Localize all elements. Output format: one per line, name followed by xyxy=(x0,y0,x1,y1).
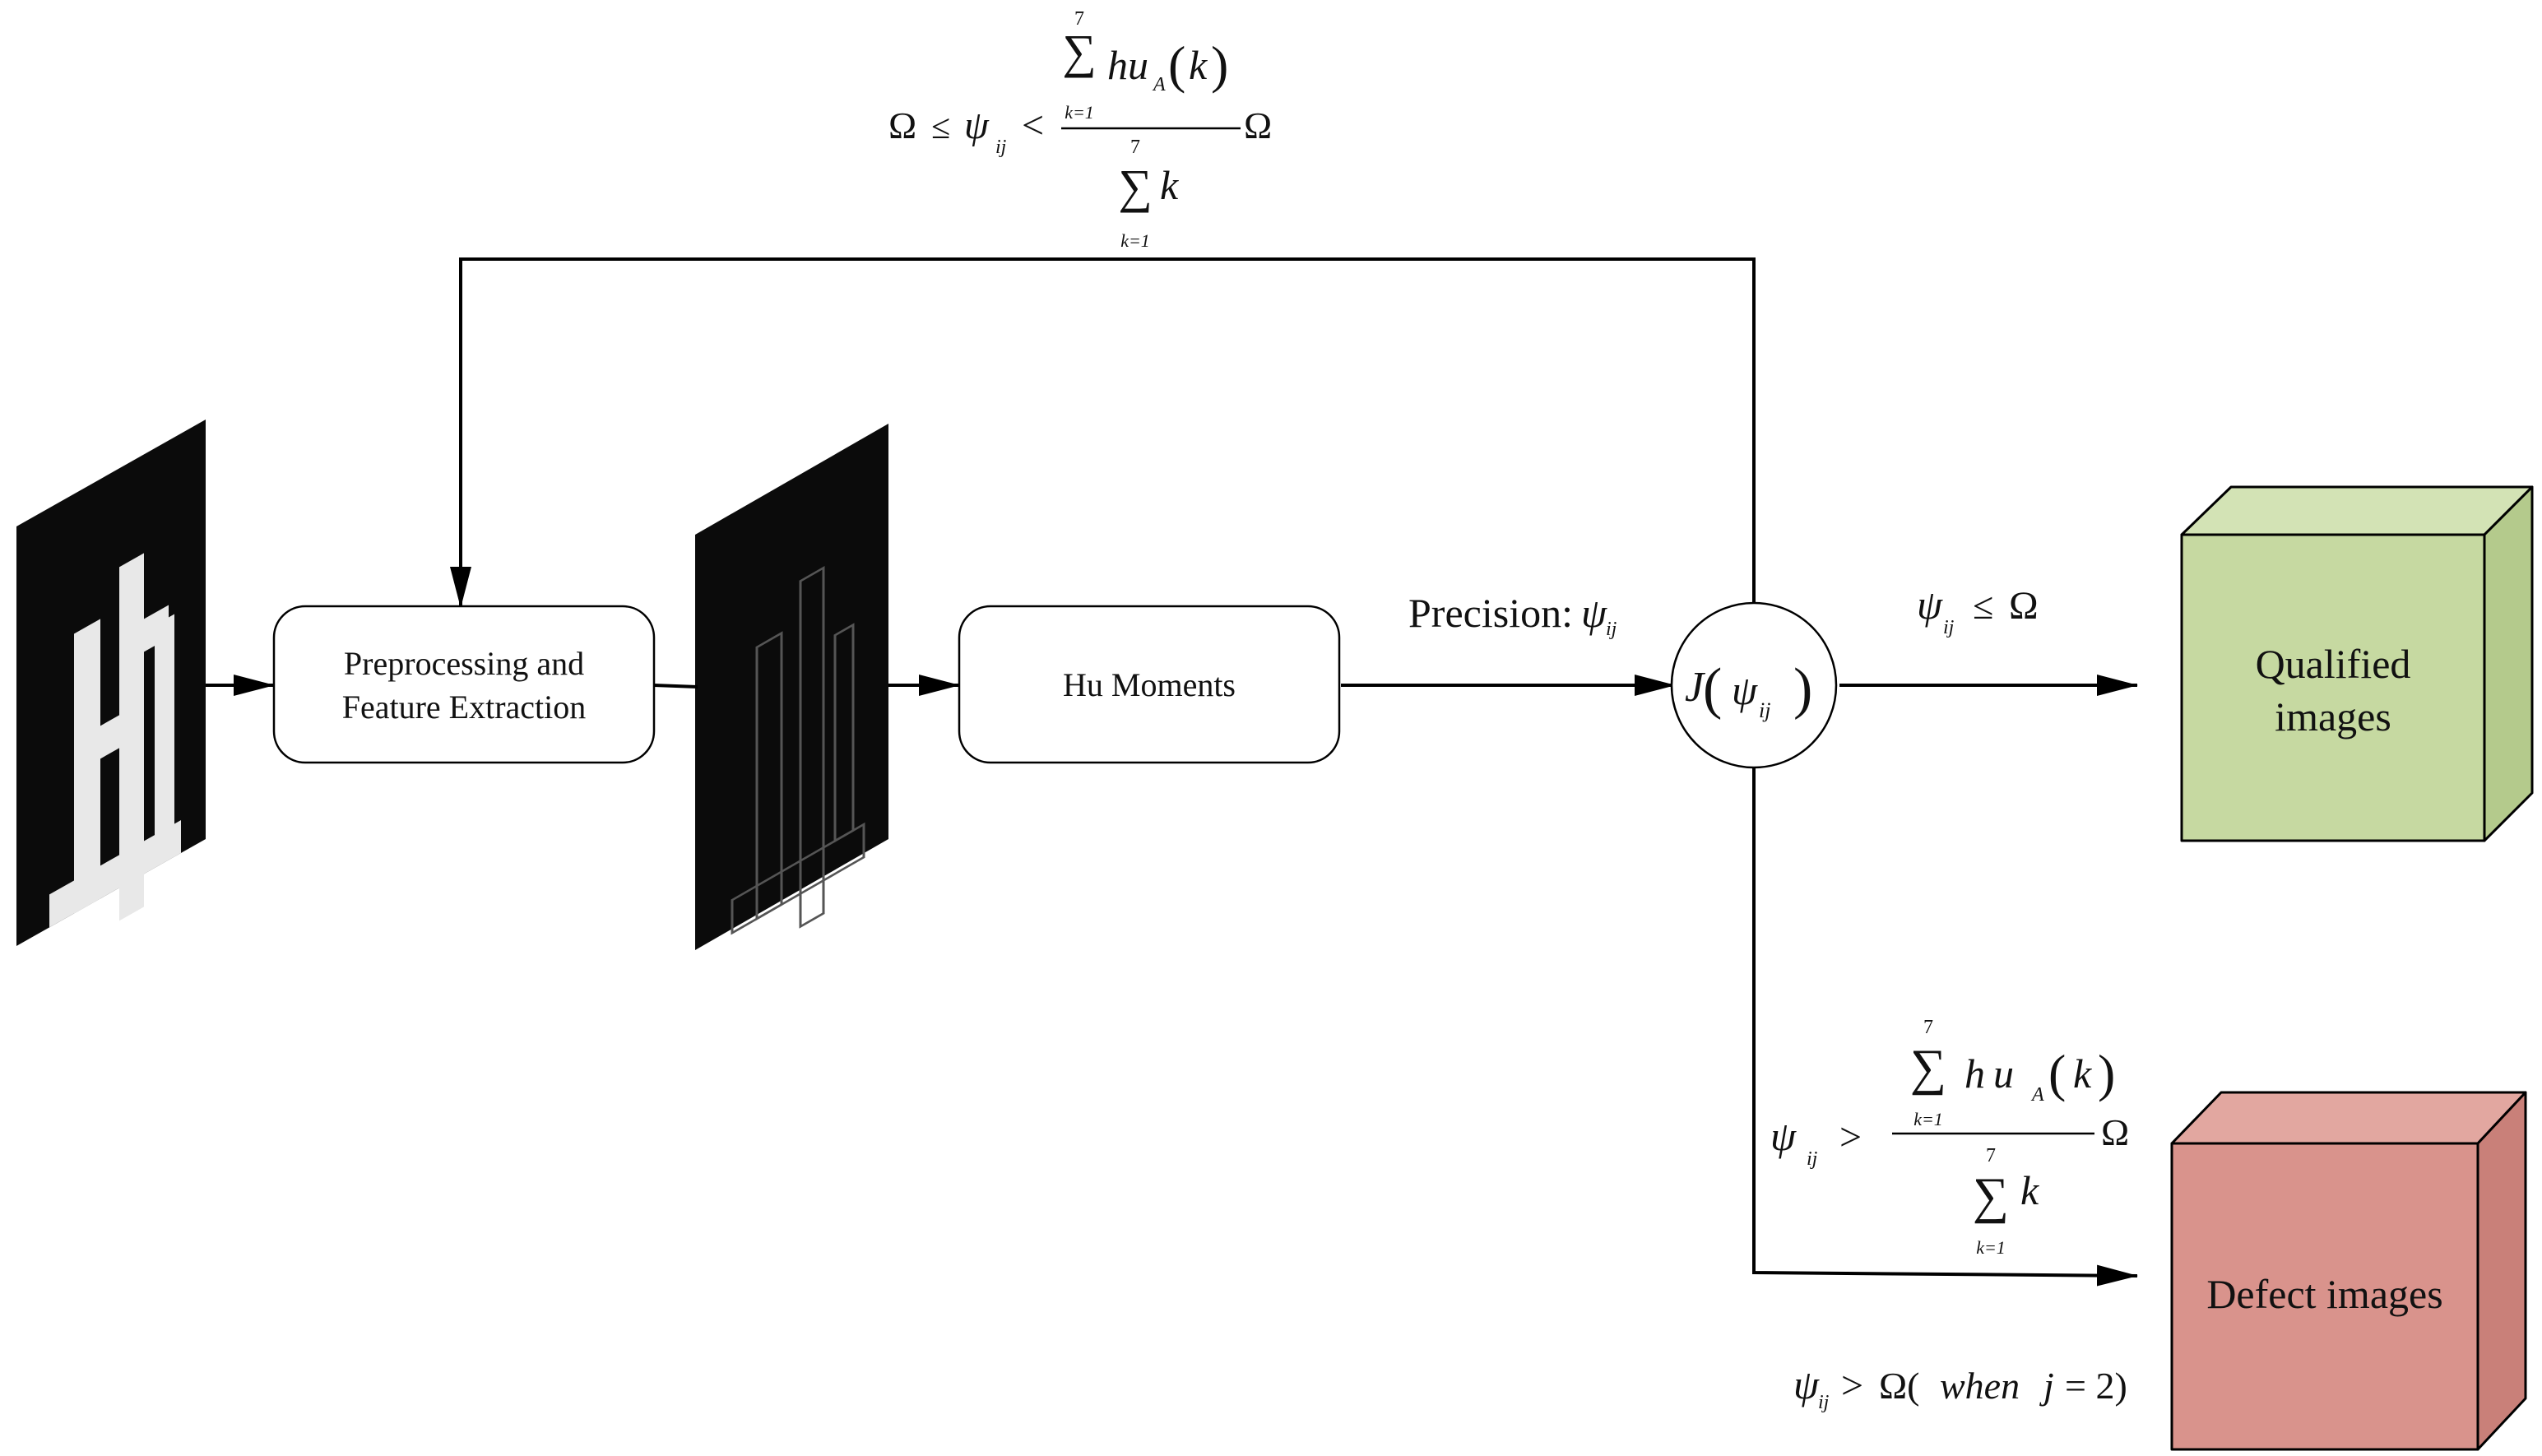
defect-num-sub: A xyxy=(2030,1084,2044,1106)
defect2-eq: = 2) xyxy=(2065,1365,2127,1407)
defect-num-term: hu xyxy=(1964,1050,2022,1097)
qualified-cond-var: ψ xyxy=(1917,582,1943,628)
defect-condition-formula: ψ ij > 7 ∑ k=1 hu A ( k ) 7 ∑ k=1 k Ω xyxy=(1770,1017,2129,1258)
defect-den-term: k xyxy=(2020,1167,2039,1213)
defect2-sub: ij xyxy=(1818,1392,1830,1413)
edge-feature-image xyxy=(695,424,888,950)
top-cond-var: ψ xyxy=(964,104,990,147)
qualified-cond-rel: ≤ xyxy=(1973,585,1993,627)
defect2-var: ψ xyxy=(1793,1361,1820,1407)
defect-num-sum-sym: ∑ xyxy=(1910,1040,1946,1096)
top-num-sub: A xyxy=(1152,74,1166,95)
defect-num-sum-bottom: k=1 xyxy=(1913,1109,1943,1129)
precision-var: ψ xyxy=(1581,590,1607,636)
defect-num-arg: k xyxy=(2073,1050,2092,1097)
input-specimen-image xyxy=(16,420,206,946)
judge-func: J xyxy=(1685,664,1706,711)
svg-text:(: ( xyxy=(1168,35,1185,94)
defect-cond-rhs: Ω xyxy=(2101,1111,2129,1153)
precision-text: Precision: xyxy=(1408,590,1573,636)
defect2-when: when xyxy=(1940,1365,2020,1407)
qualified-images-cube: Qualified images xyxy=(2180,485,2534,842)
defect-images-cube: Defect images xyxy=(2170,1091,2527,1451)
top-num-term: hu xyxy=(1107,42,1148,88)
line-preprocessing-to-edge xyxy=(653,684,698,689)
top-cond-rhs: Ω xyxy=(1244,104,1272,146)
qualified-cube-top xyxy=(2180,485,2534,536)
defect2-j: j xyxy=(2039,1365,2054,1407)
qualified-cube-side xyxy=(2483,485,2534,842)
top-den-sum-bottom: k=1 xyxy=(1120,230,1150,251)
svg-text:): ) xyxy=(2098,1044,2115,1102)
top-num-sum-top: 7 xyxy=(1074,8,1084,30)
preprocessing-label-line1: Preprocessing and xyxy=(344,645,584,682)
qualified-label-line1: Qualified xyxy=(2256,641,2411,687)
defect-condition-2: ψ ij > Ω( when j = 2) xyxy=(1793,1361,2127,1413)
defect-cond-rel: > xyxy=(1839,1115,1862,1159)
hu-moments-node: Hu Moments xyxy=(958,605,1341,764)
svg-text:(: ( xyxy=(1703,657,1722,721)
svg-text:): ) xyxy=(1793,657,1812,721)
hu-moments-label: Hu Moments xyxy=(1063,666,1236,703)
top-num-sum-sym: ∑ xyxy=(1062,25,1096,78)
top-cond-lhs: Ω xyxy=(888,104,916,146)
top-cond-sub: ij xyxy=(995,137,1007,158)
arrow-judge-to-defect xyxy=(1752,763,2138,1287)
qualified-cond-sub: ij xyxy=(1943,617,1955,638)
qualified-cube-front xyxy=(2180,533,2486,842)
judge-node: J ( ψ ij ) xyxy=(1670,601,1838,769)
defect-den-sum-sym: ∑ xyxy=(1973,1168,2009,1224)
defect-num-sum-top: 7 xyxy=(1923,1017,1933,1038)
judge-sub: ij xyxy=(1759,698,1770,722)
top-den-sum-top: 7 xyxy=(1130,137,1140,158)
defect2-rel: > xyxy=(1841,1364,1863,1407)
svg-text:): ) xyxy=(1211,35,1228,94)
top-den-sum-sym: ∑ xyxy=(1118,160,1152,213)
preprocessing-node: Preprocessing and Feature Extraction xyxy=(272,605,656,764)
defect-cond-sub: ij xyxy=(1807,1148,1818,1170)
top-den-term: k xyxy=(1160,162,1179,208)
precision-label: Precision: ψ ij xyxy=(1408,590,1617,640)
svg-text:(: ( xyxy=(2048,1044,2066,1102)
top-condition-formula: Ω ≤ ψ ij < 7 ∑ k=1 hu A ( k ) 7 ∑ k=1 k … xyxy=(888,8,1272,251)
defect-den-sum-top: 7 xyxy=(1986,1145,1996,1166)
defect-cond-var: ψ xyxy=(1770,1113,1797,1159)
connectors xyxy=(206,257,2138,1287)
arrow-feedback-loop xyxy=(450,257,1756,608)
top-cond-rel1: ≤ xyxy=(931,109,950,146)
preprocessing-label-line2: Feature Extraction xyxy=(342,689,587,726)
defect-cube-side xyxy=(2476,1091,2527,1451)
defect-cube-top xyxy=(2170,1091,2527,1145)
defect2-rhs: Ω( xyxy=(1879,1365,1920,1407)
defect-label: Defect images xyxy=(2206,1271,2442,1317)
top-num-sum-bottom: k=1 xyxy=(1065,102,1094,123)
defect-cube-front xyxy=(2170,1142,2479,1451)
top-num-arg: k xyxy=(1189,42,1208,88)
qualified-label-line2: images xyxy=(2275,693,2391,740)
judge-var: ψ xyxy=(1732,667,1758,713)
precision-sub: ij xyxy=(1606,619,1617,640)
qualified-condition: ψ ij ≤ Ω xyxy=(1917,582,2039,638)
defect-den-sum-bottom: k=1 xyxy=(1976,1237,2006,1258)
top-cond-rel2: < xyxy=(1022,104,1044,147)
qualified-cond-rhs: Ω xyxy=(2009,584,2039,628)
